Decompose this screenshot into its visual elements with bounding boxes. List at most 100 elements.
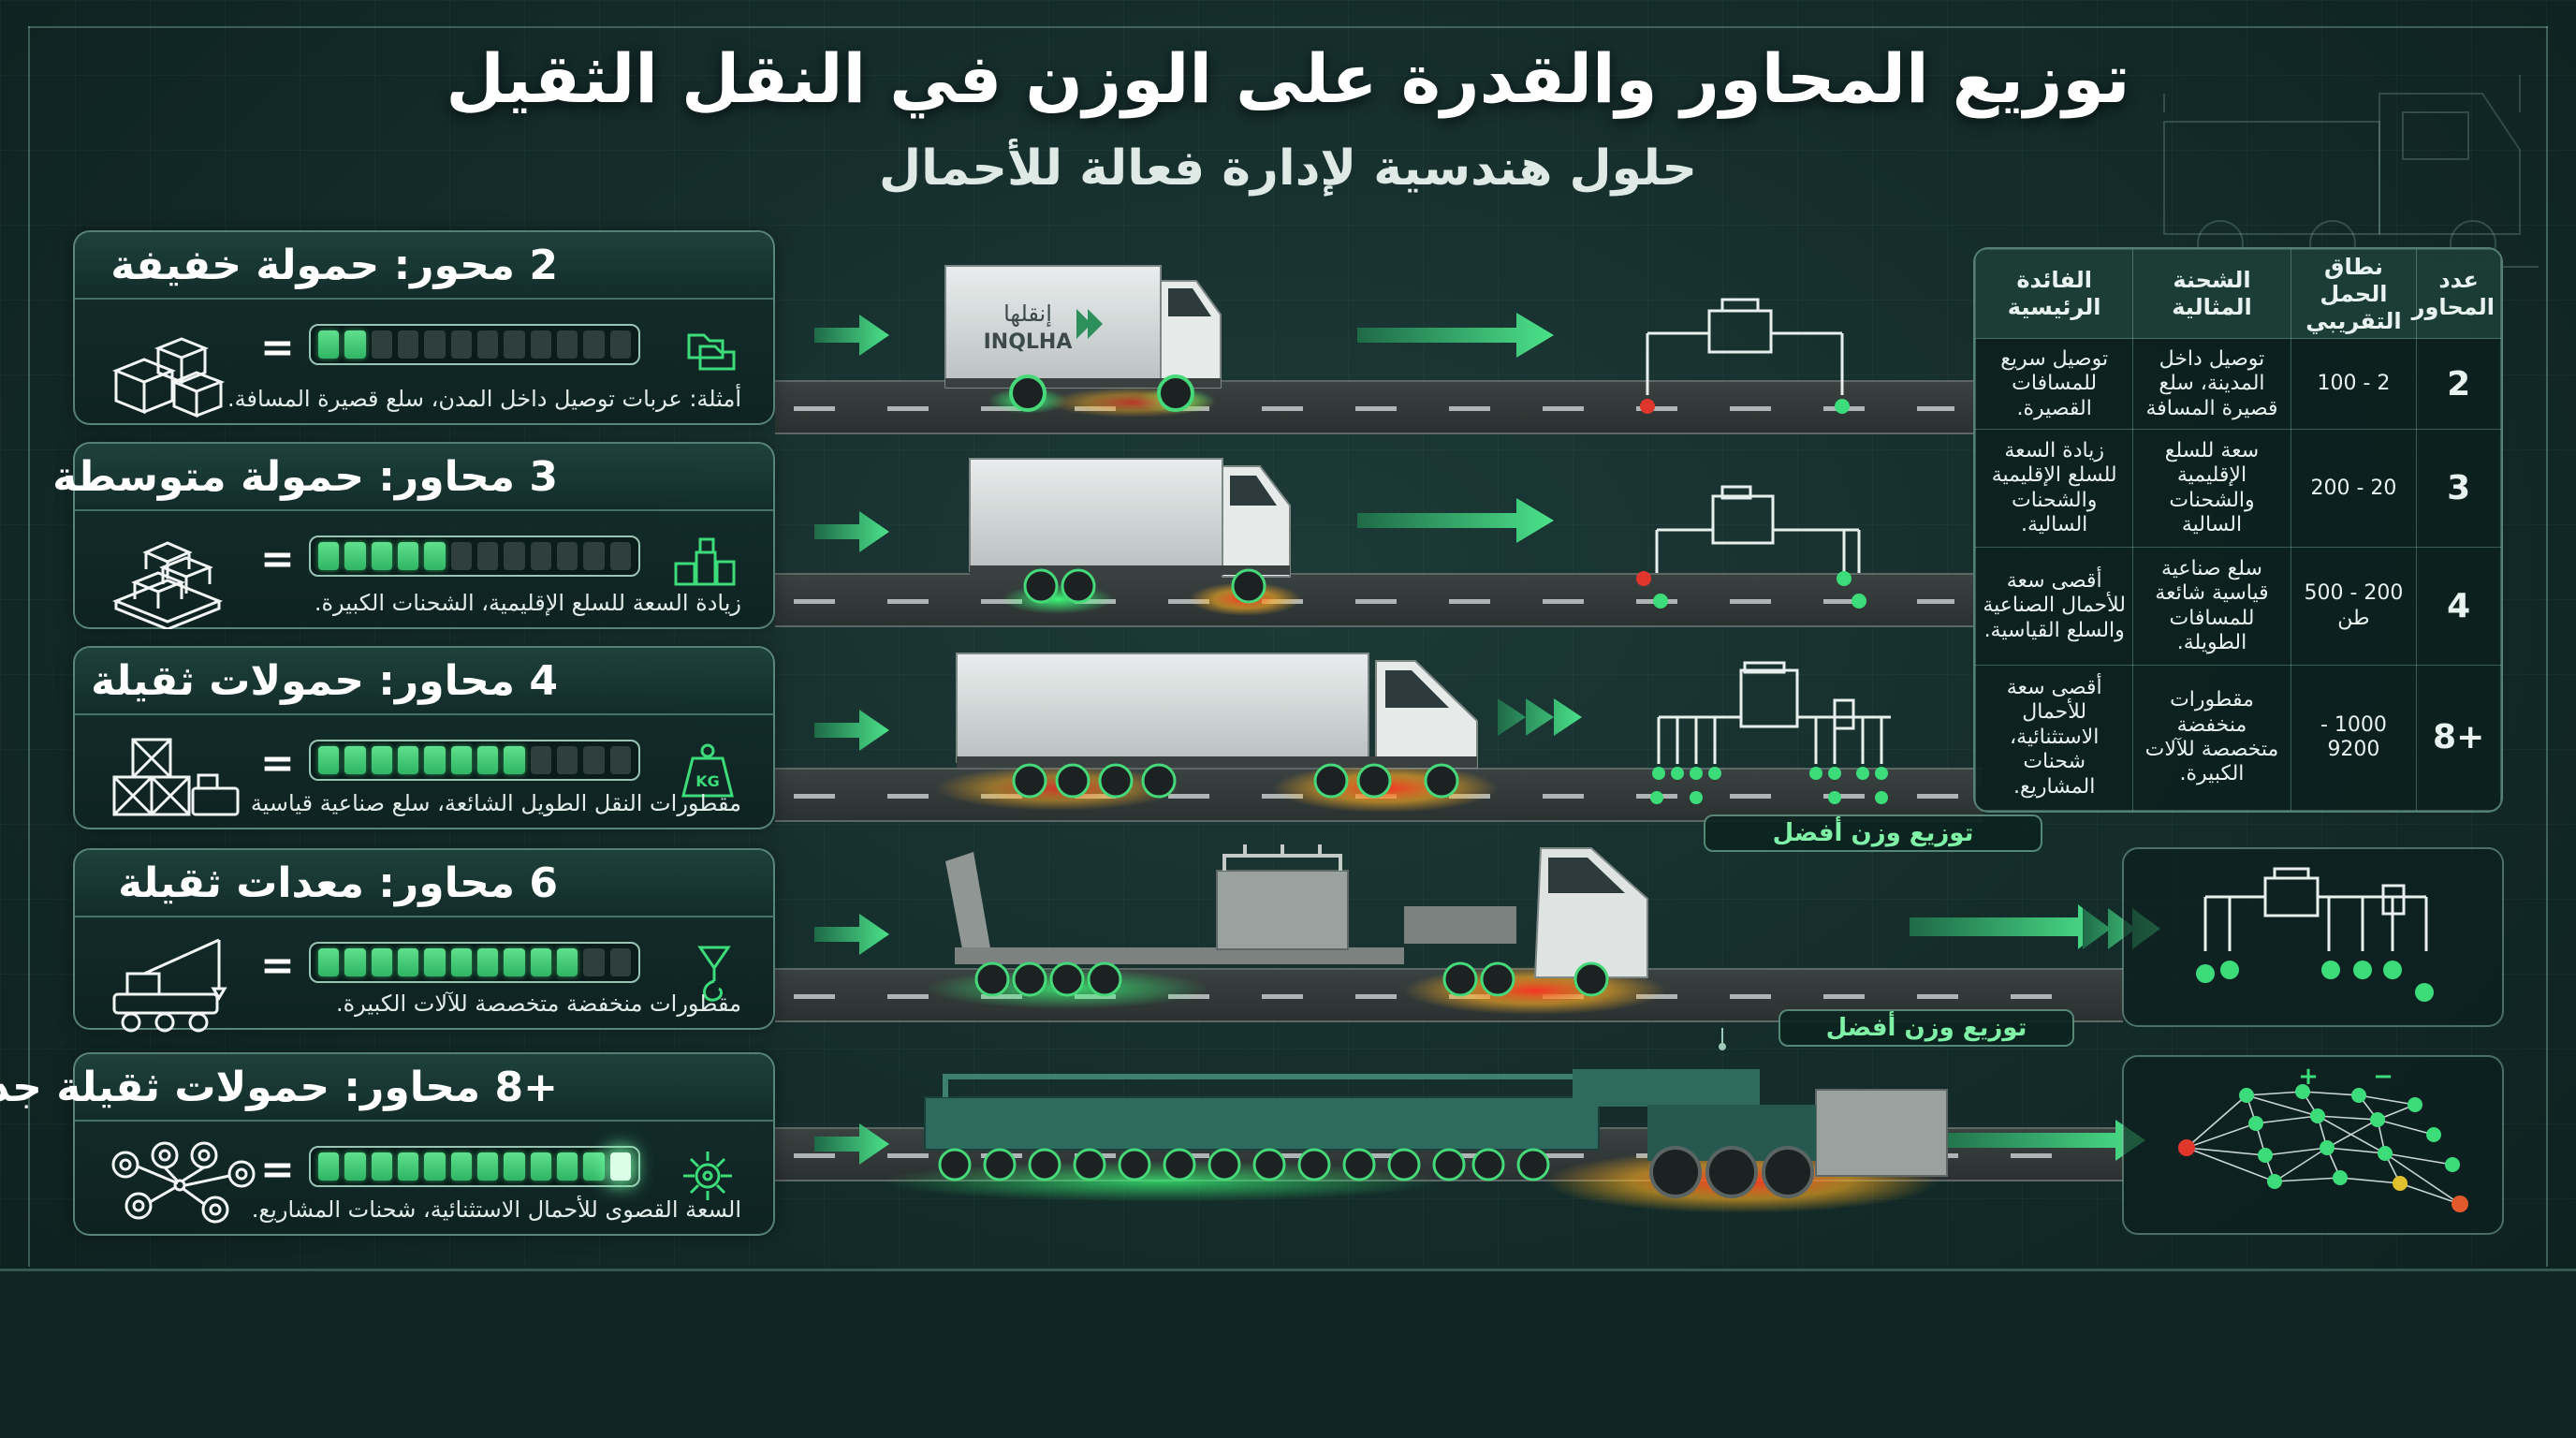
- crane-hook-icon: [697, 946, 731, 1002]
- table-cell-range: 20 - 200: [2290, 429, 2418, 549]
- capacity-segment: [450, 542, 472, 570]
- stacked-boxes-icon: [674, 537, 736, 586]
- arrow-right-icon: [1928, 1120, 2145, 1161]
- callout-dot: [1719, 1043, 1726, 1050]
- capacity-segment: [530, 1152, 551, 1181]
- pallet-boxes-icon: [111, 541, 224, 629]
- capacity-segment: [450, 746, 472, 774]
- equals-sign: =: [260, 536, 295, 583]
- capacity-segment: [609, 542, 631, 570]
- page-title: توزيع المحاور والقدرة على الوزن في النقل…: [446, 39, 2130, 118]
- table-cell-benefit: زيادة السعة للسلع الإقليمية والشحنات الس…: [1975, 429, 2134, 549]
- capacity-segment: [609, 330, 631, 359]
- capacity-segment: [476, 1152, 499, 1181]
- capacity-segment: [344, 330, 366, 359]
- truck-6-axle-lowboy: [927, 844, 1666, 1015]
- equals-sign: =: [260, 942, 295, 990]
- capacity-segment: [371, 948, 392, 976]
- kg-weight-icon: KG: [681, 743, 734, 798]
- capacity-segment: [318, 1152, 340, 1181]
- capacity-segment: [556, 948, 578, 976]
- footer-band: [0, 1269, 2576, 1438]
- card-title: 2 محور: حمولة خفيفة: [110, 242, 558, 289]
- load-diagram-6: [2196, 867, 2434, 1002]
- inqlha-logo-icon: [1076, 309, 1103, 339]
- capacity-segment: [583, 330, 605, 359]
- capacity-segment: [556, 746, 578, 774]
- truck-logo-arabic: إنقلها: [1003, 301, 1052, 328]
- kg-label: KG: [695, 772, 720, 790]
- card-title: +8 محاور: حمولات ثقيلة جداً: [0, 1064, 558, 1111]
- page-subtitle: حلول هندسية لإدارة فعالة للأحمال: [879, 140, 1697, 197]
- axle-card-4: 4 محاور: حمولات ثقيلة = KG مقطورات النقل…: [73, 646, 775, 829]
- equals-sign: =: [260, 324, 295, 372]
- load-diagram-3: [1636, 485, 1866, 609]
- capacity-segment: [556, 1152, 578, 1181]
- load-diagram-4: [1650, 661, 1891, 804]
- capacity-segment: [556, 542, 578, 570]
- capacity-bar: [309, 536, 640, 577]
- capacity-segment: [583, 542, 605, 570]
- capacity-segment: [530, 542, 551, 570]
- capacity-segment: [318, 542, 340, 570]
- table-row: 4 200 - 500 طن سلع صناعية قياسية شائعة ل…: [1975, 547, 2501, 667]
- truck-4-axle: [936, 653, 1498, 813]
- capacity-segment: [424, 948, 446, 976]
- card-title: 3 محاور: حمولة متوسطة: [52, 453, 558, 501]
- capacity-segment: [318, 746, 340, 774]
- arrow-right-icon: [814, 315, 889, 356]
- capacity-bar: [309, 740, 640, 781]
- card-title: 4 محاور: حمولات ثقيلة: [91, 657, 558, 705]
- crane-icon: [112, 938, 227, 1033]
- crates-icon: [112, 738, 240, 816]
- capacity-segment: [424, 746, 446, 774]
- capacity-segment: [504, 746, 525, 774]
- capacity-bar: [309, 942, 640, 983]
- capacity-segment: [450, 330, 472, 359]
- card-note: السعة القصوى للأحمال الاستثنائية، شحنات …: [251, 1196, 741, 1223]
- capacity-segment: [371, 330, 392, 359]
- table-cell-cargo: سعة للسلع الإقليمية والشحنات السالية: [2132, 429, 2291, 549]
- capacity-segment: [371, 542, 392, 570]
- arrow-right-icon: [1357, 498, 1554, 543]
- capacity-segment: [450, 1152, 472, 1181]
- arrow-right-icon: [1910, 904, 2106, 949]
- table-header-benefit: الفائدة الرئيسية: [1975, 249, 2134, 340]
- table-cell-cargo: مقطورات منخفضة متخصصة للآلات الكبيرة.: [2132, 665, 2291, 811]
- capacity-bar: [309, 324, 640, 365]
- frame-left-line: [28, 26, 30, 1267]
- axle-card-2: 2 محور: حمولة خفيفة = أمثلة: عربات توصيل…: [73, 230, 775, 425]
- table-cell-range: 1000 - 9200: [2290, 665, 2418, 811]
- table-cell-axles: 2: [2416, 338, 2501, 431]
- capacity-segment: [424, 1152, 446, 1181]
- capacity-segment: [344, 1152, 366, 1181]
- folders-icon: [687, 333, 736, 371]
- table-cell-axles: 4: [2416, 547, 2501, 667]
- card-title: 6 محاور: معدات ثقيلة: [118, 859, 558, 907]
- capacity-segment: [344, 542, 366, 570]
- table-cell-range: 200 - 500 طن: [2290, 547, 2418, 667]
- truck-3-axle: [969, 458, 1301, 616]
- frame-right-line: [2546, 26, 2548, 1267]
- capacity-segment: [609, 746, 631, 774]
- triple-chevron-icon: [1498, 698, 1582, 736]
- capacity-segment: [476, 948, 499, 976]
- capacity-segment: [476, 542, 499, 570]
- table-cell-benefit: أقصى سعة للأحمال الاستثنائية، شحنات المش…: [1975, 665, 2134, 811]
- capacity-segment: [371, 746, 392, 774]
- capacity-segment: [530, 330, 551, 359]
- road-lane-2: [775, 573, 1973, 627]
- minus-sign: −: [2373, 1063, 2393, 1091]
- axle-card-8plus: +8 محاور: حمولات ثقيلة جداً = السعة القص…: [0, 1052, 775, 1236]
- truck-logo-latin: INQLHA: [984, 330, 1073, 354]
- boxes-icon: [111, 337, 226, 418]
- table-header-range: نطاق الحمل التقريبي: [2290, 249, 2418, 340]
- capacity-segment: [318, 948, 340, 976]
- capacity-segment: [450, 948, 472, 976]
- capacity-segment: [424, 542, 446, 570]
- capacity-segment: [476, 746, 499, 774]
- card-note: زيادة السعة للسلع الإقليمية، الشحنات الك…: [314, 590, 741, 616]
- equals-sign: =: [260, 740, 295, 787]
- axle-comparison-table: عدد المحاور نطاق الحمل التقريبي الشحنة ا…: [1973, 247, 2503, 813]
